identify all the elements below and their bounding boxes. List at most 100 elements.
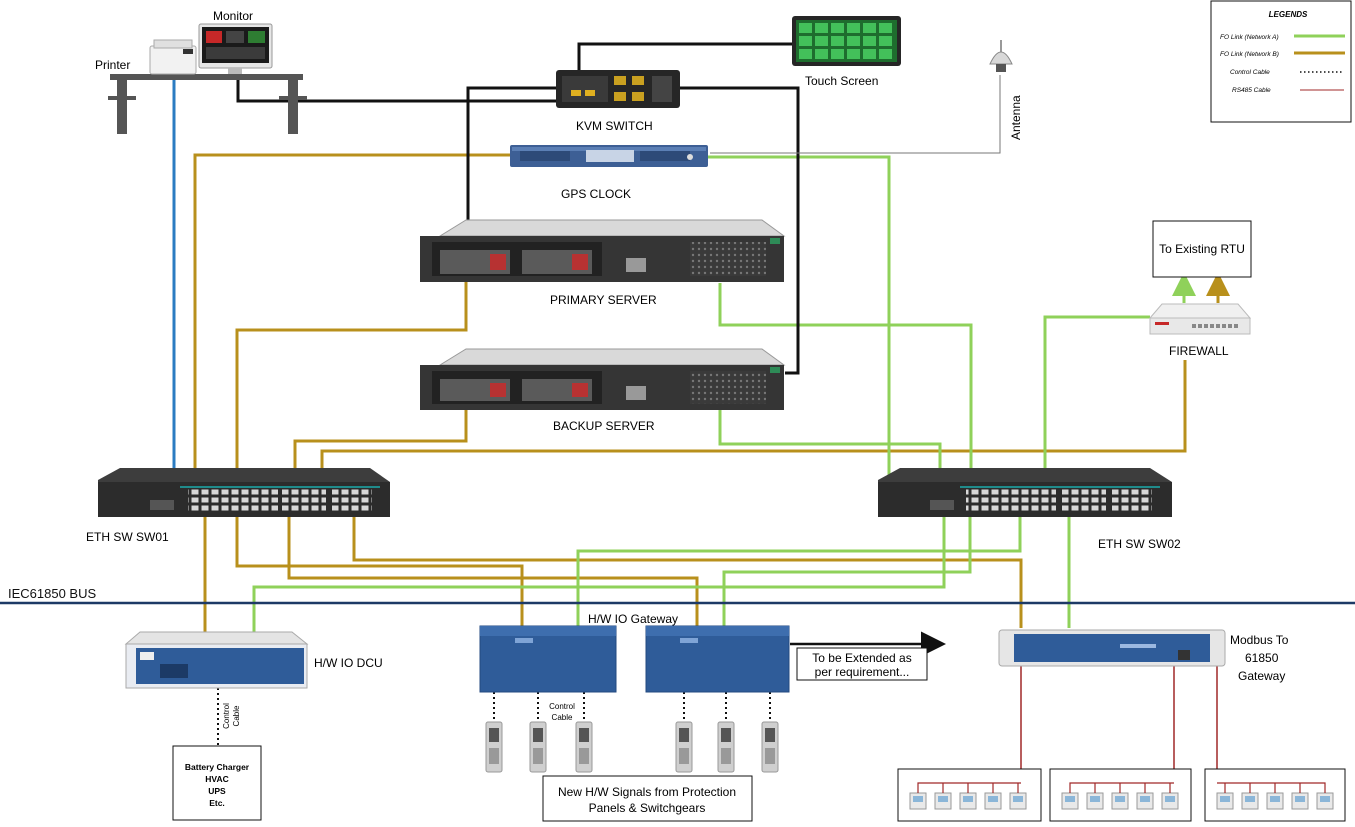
gps-clock-slot-left [520,151,570,161]
firewall-icon[interactable] [1148,303,1252,335]
kvm-switch-label: KVM SWITCH [576,119,653,133]
touch-screen-tile [847,23,860,33]
legend: LEGENDS FO Link (Network A) FO Link (Net… [1210,0,1352,123]
meter-icon [984,792,1002,810]
bus-label: IEC61850 BUS [8,586,96,601]
network-a-links [252,155,1150,633]
battery-line-3: UPS [208,786,226,796]
touch-screen-tile [847,49,860,59]
battery-charger-box[interactable] [172,745,262,821]
link-kvm-primary [466,86,556,220]
monitor-widget-1 [206,31,222,43]
meter-icon [1086,792,1104,810]
primary-server-chassis-top [438,219,786,237]
modbus-label-line1: Modbus To [1230,633,1289,647]
touch-screen-tile [799,36,812,46]
touch-screen-tile [879,49,892,59]
sw01-port-block-3 [332,487,372,511]
gateway-1-badge [515,638,533,643]
control-cable-vertical-line2: Cable [232,705,241,726]
legend-item-network-b-label: FO Link (Network B) [1220,51,1279,58]
new-signals-box[interactable] [542,775,753,822]
monitor-widget-3 [248,31,265,43]
link-kvm-monitor [236,80,560,103]
gateway-2-badge [680,638,698,643]
gps-clock-icon[interactable] [510,145,708,167]
gateway-control-cable-line2: Cable [552,713,573,722]
cables [172,42,1230,792]
io-relay-icon [485,721,503,773]
primary-server-vent [690,242,766,276]
modbus-label-line3: Gateway [1238,669,1285,683]
sw02-port-block-2 [1062,487,1106,511]
printer-icon[interactable] [149,39,197,75]
touch-screen-tile [815,36,828,46]
gps-clock-label: GPS CLOCK [561,187,631,201]
antenna-icon[interactable] [989,40,1013,72]
backup-server-icon[interactable] [420,348,786,410]
desk-leg-left [117,80,127,134]
eth-sw01-label: ETH SW SW01 [86,530,169,544]
gateway-control-cable-line1: Control [549,702,575,711]
primary-server-icon[interactable] [420,219,786,282]
touch-screen-tile [879,36,892,46]
desk-leg-right [288,80,298,134]
kvm-switch-icon[interactable] [556,70,680,108]
gateway-control-drops [493,692,771,722]
link-b-sw01-gps [193,153,510,478]
backup-server-label: BACKUP SERVER [553,419,655,433]
kvm-port-4 [614,92,626,101]
monitor-icon[interactable] [198,23,273,74]
link-b-sw01-firewall [320,360,1187,478]
hw-io-dcu-icon[interactable] [124,631,309,689]
control-cable-vertical-line1: Control [222,703,231,729]
io-relay-icon [529,721,547,773]
kvm-port-2 [585,90,595,96]
rs485-chain [1069,782,1174,793]
kvm-port-6 [632,92,644,101]
legend-item-control-label: Control Cable [1230,69,1270,76]
backup-server-vent [690,371,766,404]
eth-switch-sw01-icon[interactable] [98,468,390,517]
hw-io-dcu-label: H/W IO DCU [314,656,383,670]
meter-group [897,768,1042,822]
gps-clock-knob [687,154,693,160]
dcu-chassis-top [124,631,309,645]
eth-switch-sw02-icon[interactable] [878,468,1172,517]
sw02-port-block-3 [1112,487,1152,511]
printer-panel [183,49,193,54]
link-b-sw01-gw1 [235,515,524,628]
touch-screen-tile [863,49,876,59]
firewall-label: FIREWALL [1169,344,1229,358]
touch-screen-tile [815,23,828,33]
hw-io-gateway-2-icon[interactable] [645,625,790,693]
extend-note-box[interactable] [796,647,928,681]
touch-screen-tile [863,23,876,33]
monitor-widget-4 [206,47,265,59]
firewall-brand-mark [1155,322,1169,325]
extend-note-line1: To be Extended as [812,651,911,665]
kvm-port-1 [571,90,581,96]
kvm-port-3 [614,76,626,85]
meter-icon [1136,792,1154,810]
touch-screen-icon[interactable] [792,16,901,66]
sw01-console-port [150,500,174,510]
existing-rtu-box[interactable] [1152,220,1252,278]
firewall-port [1204,324,1208,328]
link-a-primary-sw02 [718,283,973,478]
antenna-base [996,64,1006,72]
legend-item-network-a-label: FO Link (Network A) [1220,34,1279,41]
gps-clock-display [586,150,634,162]
existing-rtu-label: To Existing RTU [1159,242,1245,256]
kvm-left-panel [562,76,608,102]
link-b-sw01-primary [235,276,468,478]
battery-line-2: HVAC [205,774,228,784]
touch-screen-tile [799,23,812,33]
sw01-accent-stripe [180,486,380,488]
modbus-gateway-icon[interactable] [998,629,1226,667]
backup-server-status-led [770,367,780,373]
hw-io-gateway-1-icon[interactable] [479,625,617,693]
extend-note-line2: per requirement... [815,665,910,679]
new-signals-line1: New H/W Signals from Protection [558,785,736,799]
